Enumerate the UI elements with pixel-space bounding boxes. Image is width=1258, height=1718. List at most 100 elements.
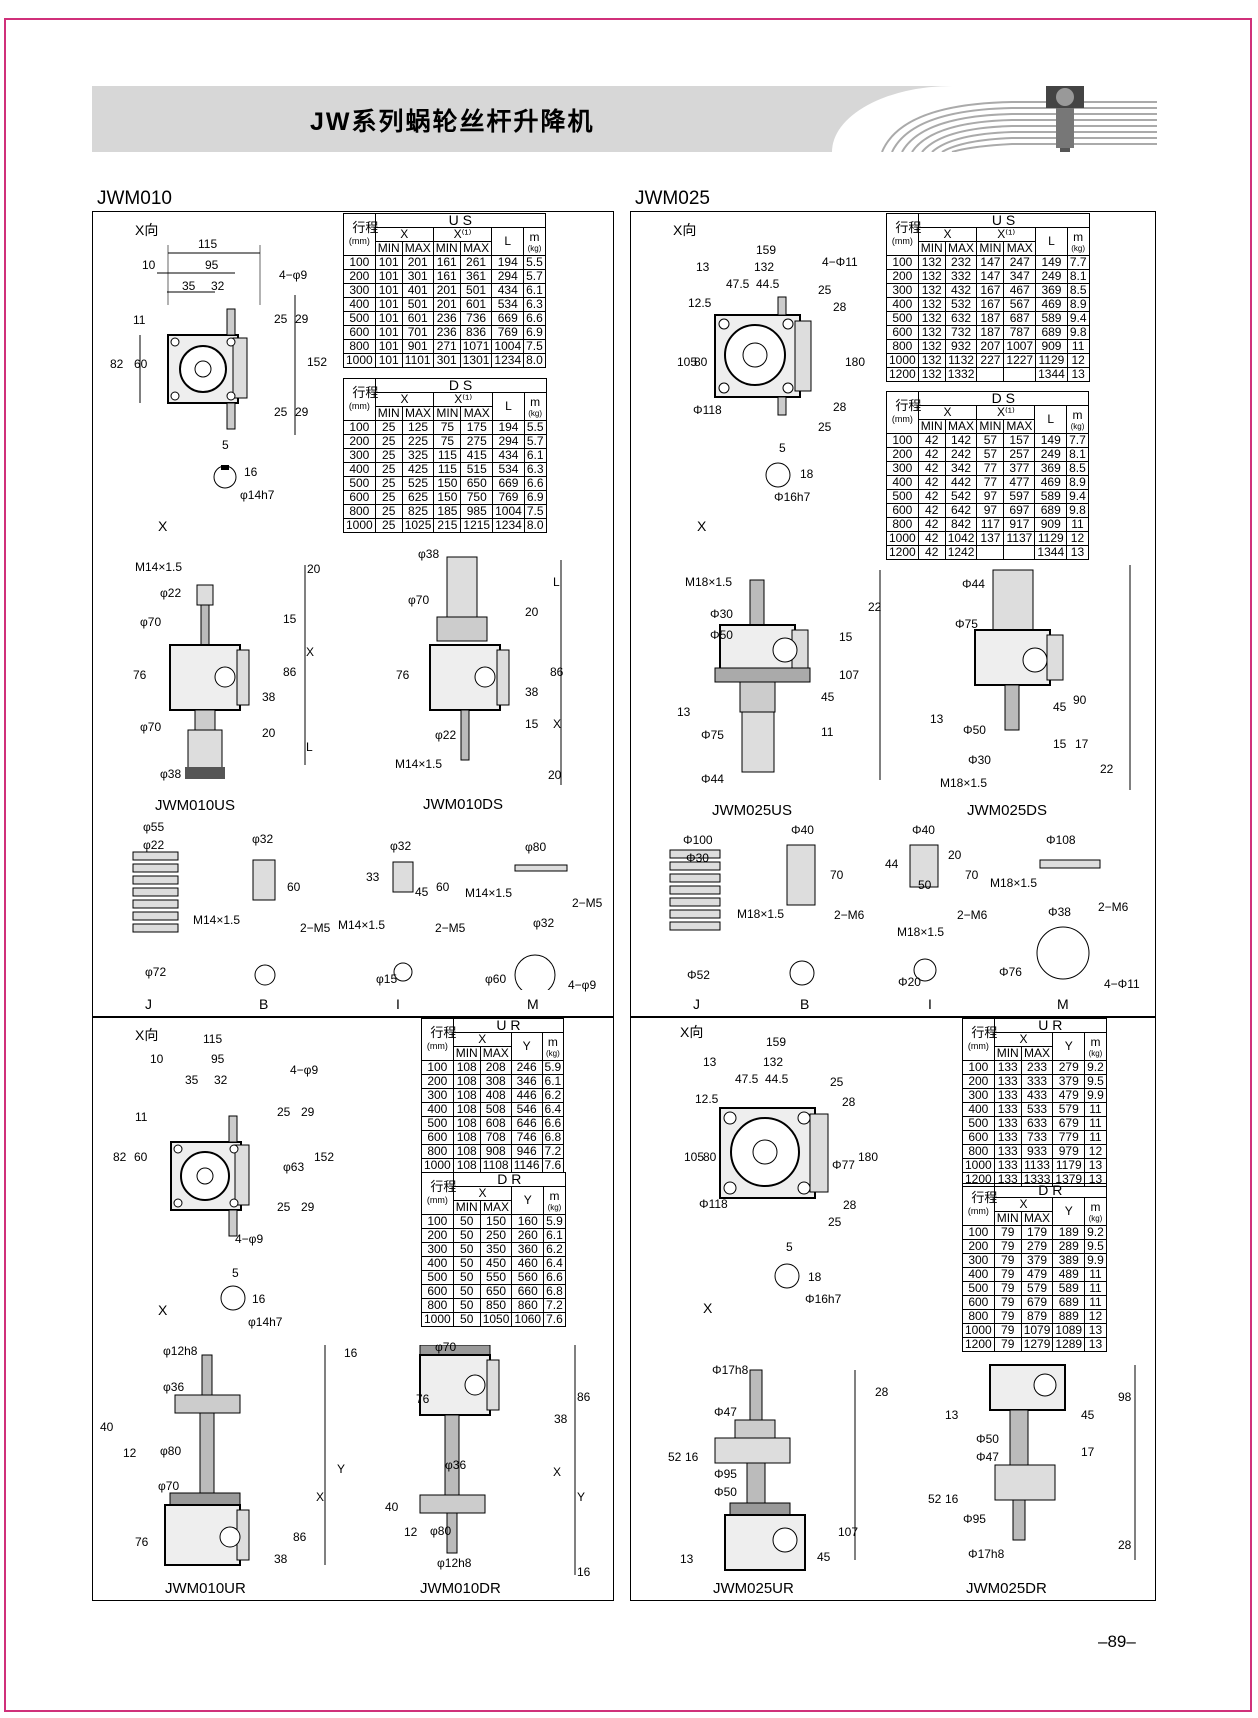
m6-m-label: 2−M6: [1098, 900, 1129, 914]
x-arrow-label-025b: X: [703, 1300, 713, 1316]
accessory-i-025: I: [928, 996, 932, 1012]
dim-82-r: 82: [113, 1150, 127, 1164]
p36-dr-label: φ36: [445, 1458, 467, 1472]
dim-25-025: 25: [818, 283, 832, 297]
p50-dr-label: Φ50: [976, 1432, 999, 1446]
dim-115-r: 115: [203, 1032, 223, 1046]
dim-60: 60: [134, 357, 148, 371]
dim-29-r: 29: [301, 1105, 315, 1119]
dim-90: 90: [1073, 693, 1087, 707]
dim-32: 32: [211, 279, 225, 293]
jwm025-plan-drawing: [714, 296, 812, 488]
p30-acc-label: Φ30: [686, 851, 709, 865]
accessory-j: J: [145, 996, 152, 1012]
dim-107: 107: [839, 668, 860, 682]
p100-label: Φ100: [683, 833, 713, 847]
page-number: –89–: [1098, 1632, 1136, 1651]
p52-label: Φ52: [687, 968, 710, 982]
dim-15-025: 15: [839, 630, 853, 644]
dim-20-top: 20: [307, 562, 321, 576]
dim-86-r: 86: [293, 1530, 307, 1544]
p50-label: Φ50: [710, 628, 733, 642]
key-18-r025: 18: [808, 1270, 822, 1284]
key-5-r: 5: [232, 1266, 239, 1280]
jwm025-r-elevations: [714, 1364, 1136, 1571]
dim-80: 80: [694, 355, 708, 369]
p63-label: φ63: [283, 1160, 305, 1174]
p30-label: Φ30: [710, 607, 733, 621]
p22-acc-label: φ22: [143, 838, 165, 852]
dim-28-dr025: 28: [1118, 1538, 1132, 1552]
p80-label: φ80: [525, 840, 547, 854]
dim-40-dr: 40: [385, 1500, 399, 1514]
dim-38-dr: 38: [554, 1412, 568, 1426]
jwm010-r-plan-drawing: [170, 1115, 250, 1311]
jwm025-panel: [630, 211, 1156, 1601]
jwm010-panel: [92, 211, 614, 1601]
dim-29-r2: 29: [301, 1200, 315, 1214]
dim-76-r: 76: [135, 1535, 149, 1549]
p30-ds-label: Φ30: [968, 753, 991, 767]
dim-132: 132: [754, 260, 775, 274]
dim-15-025ds: 15: [1053, 737, 1067, 751]
p50-ur-label: Φ50: [714, 1485, 737, 1499]
dim-28-025b: 28: [833, 400, 847, 414]
hole-m-label: 4−φ9: [568, 978, 597, 992]
jwm010-r-elevations: [164, 1345, 576, 1575]
dim-82: 82: [110, 357, 124, 371]
model-jwm010ur: JWM010UR: [165, 1580, 246, 1597]
dim-33: 33: [366, 870, 380, 884]
x-arrow-label-025: X: [697, 518, 707, 534]
m5-b-label: 2−M5: [300, 921, 331, 935]
p17h8-label: Φ17h8: [712, 1363, 749, 1377]
dim-28-ur: 28: [875, 1385, 889, 1399]
dim-25-r025: 25: [830, 1075, 844, 1089]
dim-13-025ds: 13: [930, 712, 944, 726]
p70-label: φ70: [140, 615, 162, 629]
dim-13: 13: [696, 260, 710, 274]
dim-80-r: 80: [703, 1150, 717, 1164]
p70-r-label: φ70: [158, 1479, 180, 1493]
y-dr-label: Y: [577, 1490, 586, 1504]
dim-60-i: 60: [436, 880, 450, 894]
dim-115: 115: [198, 237, 218, 251]
dim-50-i: 50: [918, 878, 932, 892]
dim-47-5-r: 47.5: [735, 1072, 759, 1086]
p12h8-label: φ12h8: [163, 1344, 198, 1358]
dim-12-5-r: 12.5: [695, 1092, 719, 1106]
p40-b-label: Φ40: [791, 823, 814, 837]
dim-25-r025b: 25: [828, 1215, 842, 1229]
accessory-m: M: [527, 996, 539, 1012]
m14-i-label: M14×1.5: [338, 918, 386, 932]
x-direction-label-2: X向: [135, 1027, 159, 1043]
dim-152-r: 152: [314, 1150, 335, 1164]
accessory-j-025: J: [693, 996, 700, 1012]
dim-52-dr: 52: [928, 1492, 942, 1506]
x-direction-label-025: X向: [673, 222, 697, 238]
dim-12-5: 12.5: [688, 296, 712, 310]
dim-52: 52: [668, 1450, 682, 1464]
x-label: X: [306, 645, 315, 659]
key-5: 5: [222, 438, 229, 452]
